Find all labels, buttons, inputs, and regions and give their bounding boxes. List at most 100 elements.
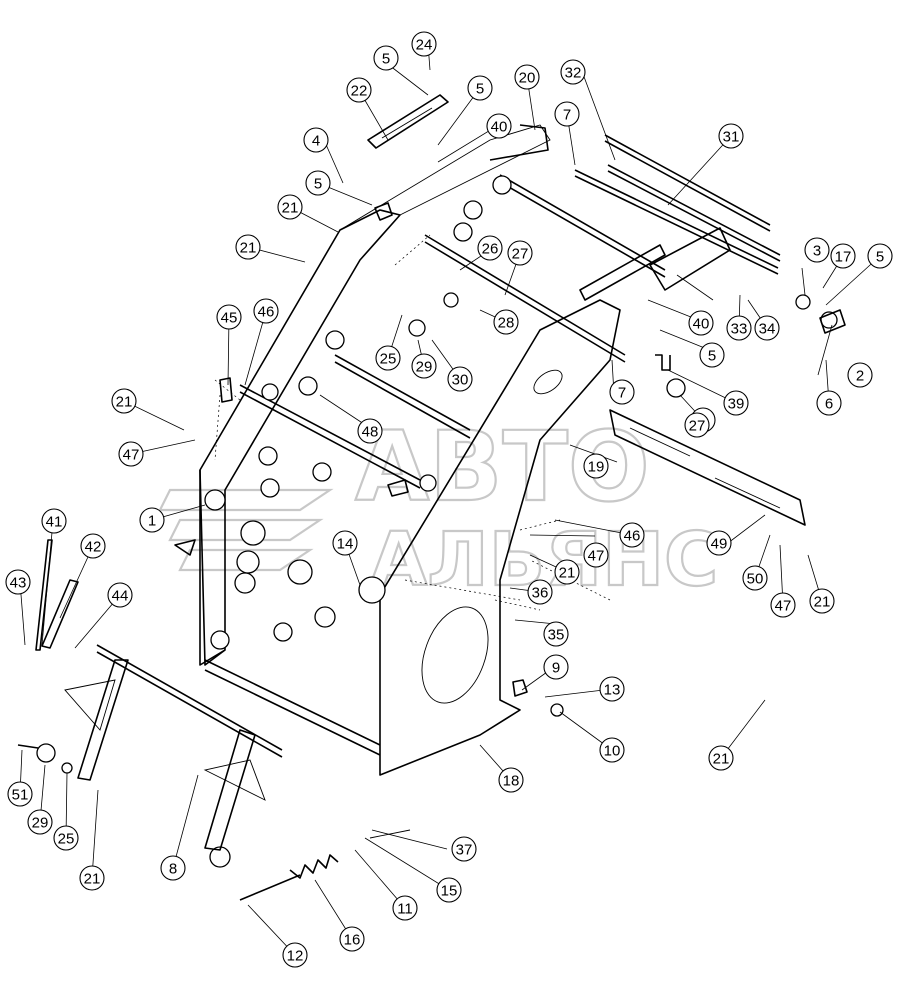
callout-21: 21	[708, 745, 734, 771]
callout-number: 5	[708, 348, 716, 365]
pulley-d	[325, 330, 345, 350]
callout-29: 29	[27, 809, 53, 835]
pulley-m	[287, 559, 313, 585]
callout-number: 20	[519, 70, 536, 87]
callout-5: 5	[867, 243, 893, 269]
callout-9: 9	[543, 654, 569, 680]
callout-4: 4	[303, 127, 329, 153]
callout-27: 27	[684, 412, 710, 438]
callout-circle	[498, 767, 524, 793]
callout-circle	[332, 530, 358, 556]
callout-33: 33	[726, 315, 752, 341]
pulley-g	[258, 446, 278, 466]
bracket-39	[655, 354, 671, 371]
callout-circle	[303, 127, 329, 153]
callout-number: 27	[689, 418, 706, 435]
rod-12	[239, 874, 301, 901]
rod-32-a	[607, 164, 781, 262]
callout-circle	[5, 569, 31, 595]
callout-14: 14	[332, 530, 358, 556]
callout-circle	[718, 123, 744, 149]
callout-number: 6	[825, 396, 833, 413]
pulley-o	[210, 630, 230, 650]
callout-circle	[436, 877, 462, 903]
callout-number: 12	[287, 948, 304, 965]
callout-number: 31	[723, 129, 740, 146]
callout-circle	[216, 304, 242, 330]
rocker-gussets	[64, 679, 266, 801]
bearing-3a	[795, 294, 811, 310]
callout-17: 17	[830, 243, 856, 269]
callout-circle	[599, 737, 625, 763]
callout-number: 21	[282, 200, 299, 217]
pulley-29b	[36, 743, 56, 763]
callout-36: 36	[527, 579, 553, 605]
callout-5: 5	[305, 170, 331, 196]
callout-circle	[79, 865, 105, 891]
callout-circle	[235, 234, 261, 260]
bracket-20	[489, 124, 549, 161]
shaft-7	[424, 234, 626, 363]
callout-37: 37	[451, 836, 477, 862]
callout-number: 44	[112, 588, 129, 605]
washer-25b	[61, 762, 73, 774]
callout-circle	[373, 45, 399, 71]
callout-circle	[27, 809, 53, 835]
callout-21: 21	[79, 865, 105, 891]
callout-21: 21	[111, 388, 137, 414]
slotted-plates	[367, 94, 806, 526]
callout-49: 49	[706, 530, 732, 556]
pulley-i	[260, 478, 280, 498]
callout-2: 2	[847, 362, 873, 388]
callout-circle	[277, 194, 303, 220]
lower-cross-tube	[204, 659, 381, 756]
callout-number: 24	[416, 37, 433, 54]
callout-number: 13	[604, 682, 621, 699]
callout-circle	[486, 113, 512, 139]
callout-circle	[847, 362, 873, 388]
callout-number: 21	[713, 751, 730, 768]
mid-cross-tube	[239, 384, 421, 489]
callout-circle	[554, 101, 580, 127]
spring-assembly	[17, 539, 411, 901]
callout-number: 51	[12, 787, 29, 804]
pulley-27	[443, 292, 459, 308]
callout-47: 47	[118, 441, 144, 467]
callout-circle	[723, 390, 749, 416]
pulley-h	[312, 462, 332, 482]
left-side-frame	[199, 124, 551, 666]
callout-circle	[375, 345, 401, 371]
callout-1: 1	[139, 507, 165, 533]
callout-32: 32	[560, 59, 586, 85]
callout-number: 4	[312, 133, 320, 150]
callout-circle	[53, 825, 79, 851]
callout-circle	[282, 942, 308, 968]
callout-number: 36	[532, 585, 549, 602]
callout-number: 7	[563, 107, 571, 124]
rod-31	[604, 134, 771, 232]
assembly-lines	[214, 234, 611, 611]
callout-circle	[346, 77, 372, 103]
callout-circle	[619, 522, 645, 548]
bracket-45	[219, 377, 233, 403]
pulley-14	[358, 576, 386, 604]
callout-number: 47	[588, 548, 605, 565]
callout-number: 5	[876, 249, 884, 266]
callout-number: 41	[46, 514, 63, 531]
callout-circle	[451, 836, 477, 862]
pulley-j	[240, 520, 266, 546]
callout-21: 21	[554, 559, 580, 585]
callout-47: 47	[583, 542, 609, 568]
callout-number: 7	[618, 385, 626, 402]
callout-40: 40	[486, 113, 512, 139]
callout-circle	[507, 240, 533, 266]
callout-number: 35	[548, 627, 565, 644]
plate-22	[367, 94, 449, 149]
callout-3: 3	[804, 237, 830, 263]
rocker-arm-8	[64, 644, 283, 851]
callout-number: 25	[58, 831, 75, 848]
callout-number: 32	[565, 65, 582, 82]
callout-39: 39	[723, 390, 749, 416]
bolt-51	[17, 744, 39, 749]
callout-circle	[477, 235, 503, 261]
